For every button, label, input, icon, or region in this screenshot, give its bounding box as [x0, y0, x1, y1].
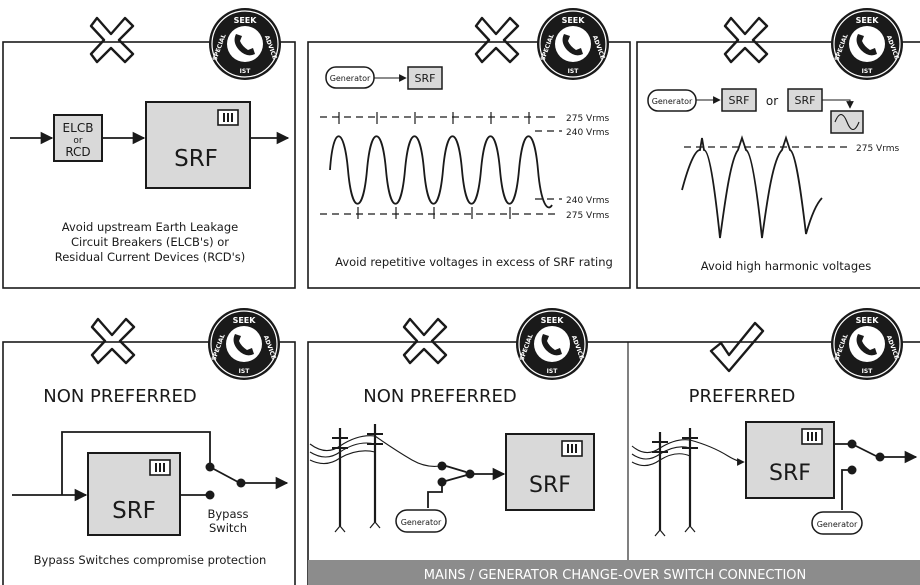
caption-line: Avoid upstream Earth Leakage	[62, 220, 238, 234]
generator-label: Generator	[401, 518, 442, 527]
rcd-label: RCD	[65, 145, 90, 159]
three-phase-icon	[561, 440, 583, 457]
caption-line: Avoid repetitive voltages in excess of S…	[335, 255, 613, 269]
three-phase-icon	[217, 109, 239, 126]
specialist-advice-badge	[208, 7, 282, 81]
caption-line: Circuit Breakers (ELCB's) or	[71, 235, 229, 249]
three-phase-icon	[801, 428, 823, 445]
panel-heading: NON PREFERRED	[43, 386, 197, 407]
specialist-advice-badge	[830, 307, 904, 381]
caption-line: Avoid high harmonic voltages	[701, 259, 871, 273]
or-label: or	[73, 136, 83, 146]
caption-line: Residual Current Devices (RCD's)	[55, 250, 245, 264]
specialist-advice-badge	[536, 7, 610, 81]
or-label: or	[766, 94, 778, 108]
srf-label: SRF	[174, 146, 218, 172]
panel-harmonic-voltage: Generator SRF or SRF 275 Vrms Avoid high…	[636, 7, 920, 289]
switch-label: Bypass	[207, 507, 248, 521]
changeover-banner	[308, 560, 920, 585]
level-label: 275 Vrms	[856, 144, 900, 154]
elcb-label: ELCB	[63, 121, 94, 135]
panel-heading: NON PREFERRED	[363, 386, 517, 407]
level-label: 275 Vrms	[566, 211, 610, 221]
changeover-preferred: PREFERRED SRF Generator	[631, 307, 918, 538]
changeover-non-preferred: NON PREFERRED Generator SRF	[309, 307, 595, 534]
panel-changeover: MAINS / GENERATOR CHANGE-OVER SWITCH CON…	[307, 307, 920, 585]
srf-label: SRF	[795, 94, 816, 107]
caption-line: Bypass Switches compromise protection	[34, 553, 267, 567]
switch-label: Switch	[209, 521, 247, 535]
level-label: 240 Vrms	[566, 128, 610, 138]
level-label: 275 Vrms	[566, 114, 610, 124]
panel-bypass-switch: NON PREFERRED SRF Bypass Switch Bypass S…	[2, 307, 296, 585]
generator-label: Generator	[652, 97, 693, 106]
panel-heading: PREFERRED	[689, 386, 796, 407]
generator-label: Generator	[817, 520, 858, 529]
three-phase-icon	[149, 459, 171, 476]
srf-label: SRF	[415, 72, 436, 85]
panel-repetitive-voltage: Generator SRF 275 Vrms 240 Vrms 240 Vrms…	[307, 7, 631, 289]
srf-label: SRF	[729, 94, 750, 107]
specialist-advice-badge	[830, 7, 904, 81]
specialist-advice-badge	[207, 307, 281, 381]
banner-text: MAINS / GENERATOR CHANGE-OVER SWITCH CON…	[424, 568, 807, 583]
panel-elcb: ELCB or RCD SRF Avoid upstream Earth Lea…	[2, 7, 296, 289]
srf-label: SRF	[529, 473, 571, 498]
specialist-advice-badge	[515, 307, 589, 381]
generator-label: Generator	[330, 74, 371, 83]
srf-label: SRF	[769, 461, 811, 486]
srf-label: SRF	[112, 498, 156, 524]
level-label: 240 Vrms	[566, 196, 610, 206]
